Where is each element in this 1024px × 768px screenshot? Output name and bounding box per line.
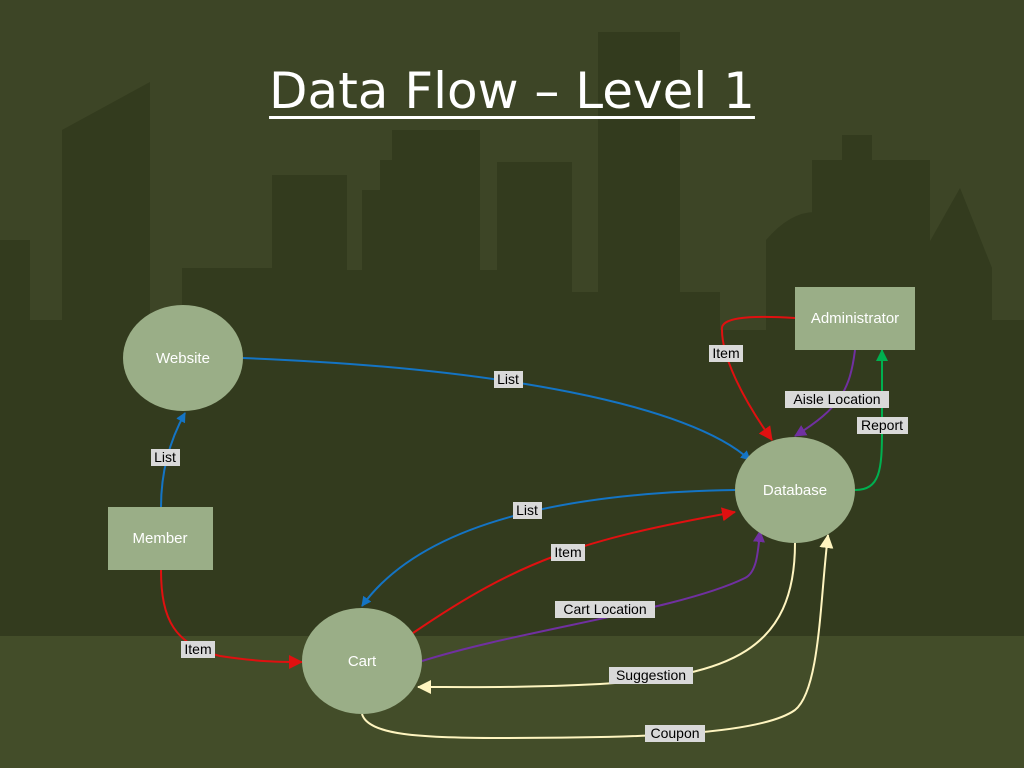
- flow-label-cart-to-database-location: Cart Location: [555, 601, 655, 618]
- database-node-label: Database: [763, 482, 827, 499]
- administrator-node-label: Administrator: [811, 310, 899, 327]
- flow-line-administrator-to-database-item: [720, 315, 796, 441]
- svg-text:Item: Item: [554, 544, 581, 560]
- flow-label-database-to-administrator: Report: [857, 417, 908, 434]
- administrator-node: Administrator: [795, 287, 915, 350]
- svg-text:Item: Item: [712, 345, 739, 361]
- slide-title: Data Flow – Level 1: [269, 62, 755, 120]
- flow-label-database-to-cart-suggestion: Suggestion: [609, 667, 693, 684]
- flow-line-database-to-cart: [361, 489, 736, 607]
- flow-label-cart-to-database-coupon: Coupon: [645, 725, 705, 742]
- svg-text:Item: Item: [184, 641, 211, 657]
- flow-label-cart-to-database: Item: [551, 544, 585, 561]
- member-node-label: Member: [132, 530, 187, 547]
- database-node: Database: [735, 437, 855, 543]
- flow-line-website-to-database: [242, 357, 751, 461]
- svg-text:Report: Report: [861, 417, 903, 433]
- website-node-label: Website: [156, 350, 210, 367]
- flow-label-website-to-database: List: [494, 371, 523, 388]
- svg-text:List: List: [497, 371, 519, 387]
- flow-label-administrator-to-database-item: Item: [709, 345, 743, 362]
- svg-text:Suggestion: Suggestion: [616, 667, 686, 683]
- flow-label-member-to-website: List: [151, 449, 180, 466]
- flow-line-cart-to-database-coupon: [361, 534, 834, 740]
- flow-label-member-to-cart: Item: [181, 641, 215, 658]
- flow-label-database-to-cart: List: [513, 502, 542, 519]
- flow-line-cart-to-database-location: [421, 530, 765, 662]
- svg-text:Aisle Location: Aisle Location: [793, 391, 880, 407]
- svg-text:List: List: [154, 449, 176, 465]
- flow-label-administrator-to-database-aisle: Aisle Location: [785, 391, 889, 408]
- flow-line-member-to-cart: [160, 569, 303, 669]
- member-node: Member: [108, 507, 213, 570]
- svg-text:Cart Location: Cart Location: [563, 601, 646, 617]
- cart-node-label: Cart: [348, 653, 377, 670]
- cart-node: Cart: [302, 608, 422, 714]
- svg-text:Coupon: Coupon: [650, 725, 699, 741]
- svg-text:List: List: [516, 502, 538, 518]
- website-node: Website: [123, 305, 243, 411]
